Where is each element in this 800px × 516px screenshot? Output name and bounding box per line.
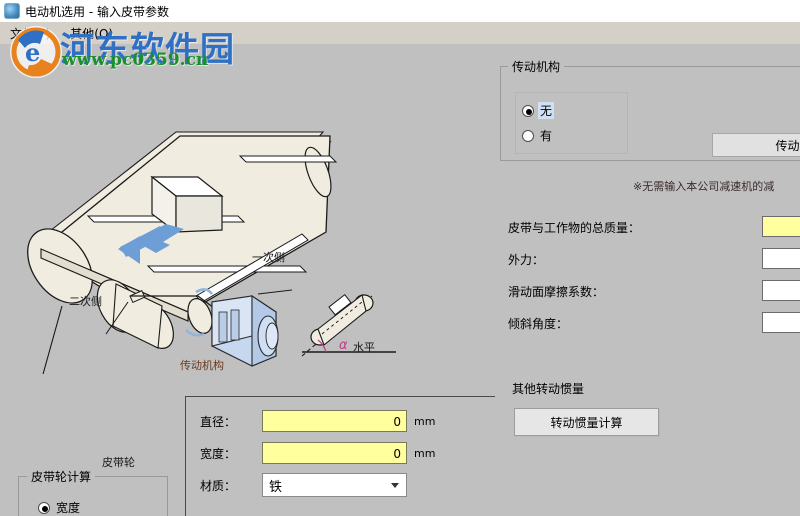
pulley-unit-width: mm — [414, 446, 436, 460]
app-icon — [4, 3, 20, 19]
drive-mechanism-note: ※无需输入本公司减速机的减 — [633, 180, 775, 193]
pulley-unit-diameter: mm — [414, 414, 436, 428]
radio-dot-selected-icon — [522, 104, 534, 117]
pulley-calc-group-legend: 皮带轮计算 — [27, 468, 96, 485]
radio-dot-unselected-icon — [522, 129, 534, 142]
param-label-total-mass: 皮带与工作物的总质量： — [508, 221, 641, 235]
pulley-row-diameter: 直径： 0 mm — [200, 409, 435, 433]
window-title: 电动机选用 - 输入皮带参数 — [25, 4, 169, 19]
pulley-parameter-panel: 直径： 0 mm 宽度： 0 mm 材质： 铁 — [185, 396, 495, 516]
diagram-label-horizontal: 水平 — [353, 341, 375, 354]
pulley-label-material: 材质： — [200, 478, 237, 493]
pulley-row-material: 材质： 铁 — [200, 473, 407, 497]
radio-pulley-calc-width-label: 宽度 — [56, 501, 81, 515]
pulley-input-diameter[interactable]: 0 — [262, 410, 407, 432]
conveyor-diagram: 一次侧 二次侧 传动机构 皮带轮 α 水平 — [0, 44, 480, 469]
incline-angle-diagram — [301, 293, 396, 357]
radio-drive-have-label: 有 — [540, 129, 553, 143]
other-inertia-label: 其他转动惯量 — [512, 382, 585, 396]
radio-pulley-calc-width[interactable]: 宽度 — [38, 499, 82, 516]
param-input-incline-angle[interactable] — [762, 312, 800, 333]
drive-mechanism-group — [500, 66, 800, 161]
param-label-incline-angle: 倾斜角度： — [508, 317, 569, 331]
param-input-external-force[interactable] — [762, 248, 800, 269]
inertia-calc-button[interactable]: 转动惯量计算 — [514, 408, 659, 436]
client-area: 一次侧 二次侧 传动机构 皮带轮 α 水平 传动机构 无 有 传动机构 ※无需输… — [0, 44, 800, 516]
diagram-label-secondary-side: 二次侧 — [69, 295, 102, 308]
pulley-material-dropdown[interactable]: 铁 — [262, 473, 407, 497]
drive-mechanism-group-legend: 传动机构 — [508, 58, 565, 75]
radio-drive-none-label: 无 — [538, 102, 555, 119]
pulley-label-width: 宽度： — [200, 446, 237, 461]
direction-arrow-icon — [118, 224, 184, 264]
pulley-label-diameter: 直径： — [200, 414, 237, 429]
diagram-label-drive-mechanism: 传动机构 — [180, 359, 224, 372]
conveyor-diagram-svg — [17, 131, 396, 465]
title-bar: 电动机选用 - 输入皮带参数 — [0, 0, 800, 22]
diagram-label-angle: α — [339, 338, 348, 353]
diagram-label-pulley: 皮带轮 — [102, 456, 135, 469]
param-input-total-mass[interactable] — [762, 216, 800, 237]
radio-drive-none[interactable]: 无 — [522, 102, 555, 119]
param-row-total-mass: 皮带与工作物的总质量： — [508, 217, 640, 239]
drive-mechanism-radio-box: 无 有 — [515, 92, 628, 154]
param-row-incline-angle: 倾斜角度： — [508, 313, 568, 335]
menu-item-other[interactable]: 其他(O) — [70, 26, 114, 41]
param-row-friction: 滑动面摩擦系数： — [508, 281, 604, 303]
pulley-input-width[interactable]: 0 — [262, 442, 407, 464]
param-input-friction[interactable] — [762, 280, 800, 301]
diagram-label-primary-side: 一次侧 — [252, 251, 285, 264]
param-label-external-force: 外力： — [508, 253, 545, 267]
menu-bar: 文件(F) 其他(O) — [0, 22, 800, 44]
radio-drive-have[interactable]: 有 — [522, 127, 554, 144]
drive-mechanism-button[interactable]: 传动机构 — [712, 133, 800, 157]
param-row-external-force: 外力： — [508, 249, 544, 271]
param-label-friction: 滑动面摩擦系数： — [508, 285, 605, 299]
chevron-down-icon — [391, 483, 399, 488]
radio-dot-calc-icon — [38, 501, 50, 514]
pulley-material-value: 铁 — [269, 479, 283, 495]
menu-item-file[interactable]: 文件(F) — [10, 26, 51, 41]
pulley-row-width: 宽度： 0 mm — [200, 441, 435, 465]
